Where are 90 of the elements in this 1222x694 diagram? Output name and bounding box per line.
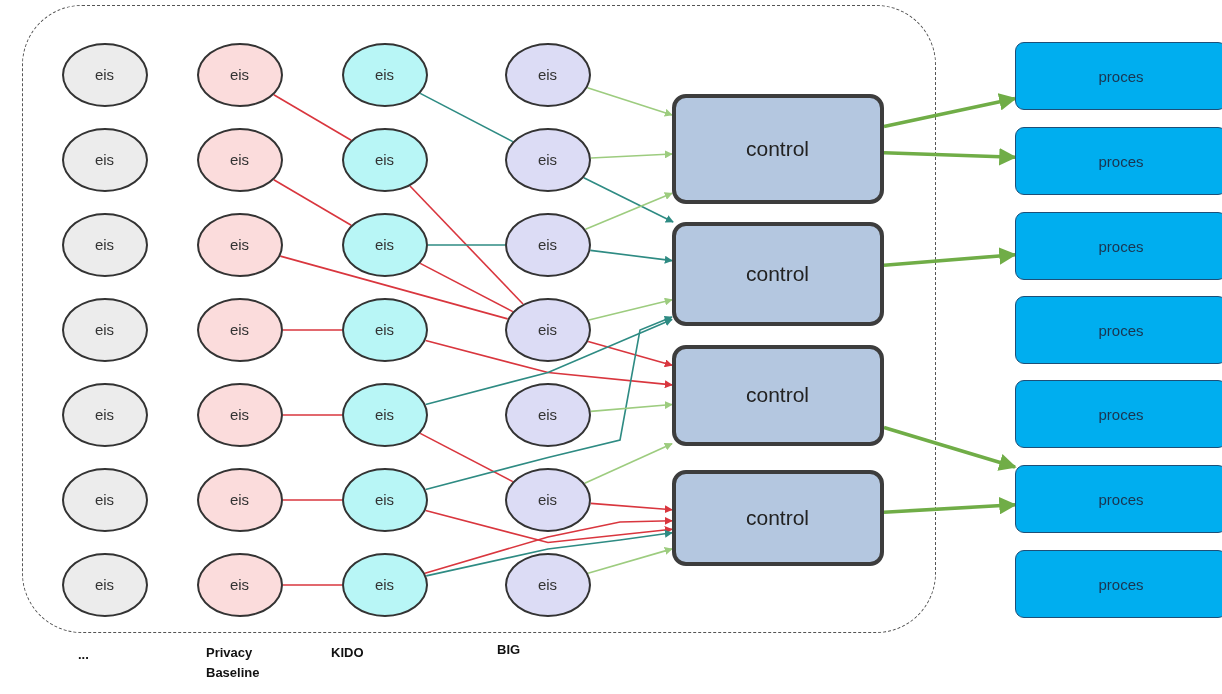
arrow xyxy=(883,425,1017,471)
column-label: ... xyxy=(78,646,89,664)
node-label: control xyxy=(746,261,809,286)
arrow xyxy=(424,316,673,491)
node-label: proces xyxy=(1098,237,1144,255)
node-label: control xyxy=(746,136,809,161)
connector-line xyxy=(282,414,343,416)
connector-line xyxy=(282,329,343,331)
control-box xyxy=(671,469,884,566)
arrow xyxy=(586,86,673,117)
node-label: eis xyxy=(229,321,250,338)
node-label: proces xyxy=(1098,490,1144,508)
node-label: eis xyxy=(94,151,115,168)
arrow xyxy=(883,93,1017,129)
arrow xyxy=(587,547,673,575)
requirement-ellipse xyxy=(341,212,428,277)
process-box xyxy=(1015,380,1222,448)
arrow xyxy=(424,318,673,406)
arrow xyxy=(589,502,673,514)
node-label: eis xyxy=(229,151,250,168)
process-box xyxy=(1015,550,1222,618)
node-label: eis xyxy=(94,236,115,253)
node-label: eis xyxy=(229,66,250,83)
node-label: eis xyxy=(537,321,558,338)
node-label: eis xyxy=(537,151,558,168)
arrow xyxy=(584,192,673,231)
node-label: proces xyxy=(1098,575,1144,593)
control-box xyxy=(671,221,884,326)
column-label: KIDO xyxy=(331,644,364,662)
process-box xyxy=(1015,127,1222,195)
dashed-group-border xyxy=(22,5,936,633)
node-label: eis xyxy=(537,491,558,508)
arrow xyxy=(588,297,673,321)
node-label: control xyxy=(746,505,809,530)
node-label: eis xyxy=(374,491,395,508)
node-label: eis xyxy=(374,66,395,83)
arrow xyxy=(883,247,1017,268)
node-label: eis xyxy=(374,151,395,168)
node-label: eis xyxy=(94,491,115,508)
column-label: Privacy Baseline xyxy=(206,644,261,683)
node-label: eis xyxy=(229,576,250,593)
arrow xyxy=(424,339,673,389)
node-label: eis xyxy=(94,406,115,423)
arrow xyxy=(583,176,674,223)
node-label: eis xyxy=(374,406,395,423)
connector-line xyxy=(279,255,509,320)
column-label: BIG xyxy=(497,641,521,659)
node-label: eis xyxy=(94,321,115,338)
arrow xyxy=(589,401,673,413)
node-label: eis xyxy=(537,236,558,253)
arrow xyxy=(583,442,673,485)
node-label: eis xyxy=(374,236,395,253)
arrow xyxy=(883,148,1017,166)
process-box xyxy=(1015,42,1222,110)
node-label: eis xyxy=(537,66,558,83)
control-box xyxy=(671,93,884,204)
process-box xyxy=(1015,212,1222,280)
node-label: eis xyxy=(537,576,558,593)
node-label: eis xyxy=(374,321,395,338)
requirement-ellipse xyxy=(504,297,591,362)
requirement-ellipse xyxy=(504,467,591,532)
node-label: proces xyxy=(1098,152,1144,170)
arrow xyxy=(424,516,673,575)
arrow xyxy=(424,509,673,544)
node-label: proces xyxy=(1098,67,1144,85)
node-label: proces xyxy=(1098,405,1144,423)
process-box xyxy=(1015,296,1222,364)
node-label: control xyxy=(746,383,809,407)
connector-line xyxy=(419,432,514,483)
connector-line xyxy=(419,262,514,313)
node-label: eis xyxy=(229,406,250,423)
connector-line xyxy=(427,244,506,246)
node-label: eis xyxy=(229,491,250,508)
node-label: eis xyxy=(94,66,115,83)
arrow xyxy=(589,249,673,264)
arrow xyxy=(590,150,673,159)
process-box xyxy=(1015,465,1222,533)
connector-line xyxy=(282,584,343,586)
node-label: eis xyxy=(94,576,115,593)
arrow xyxy=(425,529,673,577)
arrow xyxy=(587,340,673,368)
arrow xyxy=(883,497,1017,515)
connector-line xyxy=(419,92,514,143)
connector-line xyxy=(282,499,343,501)
node-label: eis xyxy=(229,236,250,253)
node-label: proces xyxy=(1098,321,1144,339)
control-box xyxy=(671,344,884,446)
node-label: eis xyxy=(537,406,558,423)
node-label: eis xyxy=(374,576,395,593)
connector-line xyxy=(409,185,524,305)
